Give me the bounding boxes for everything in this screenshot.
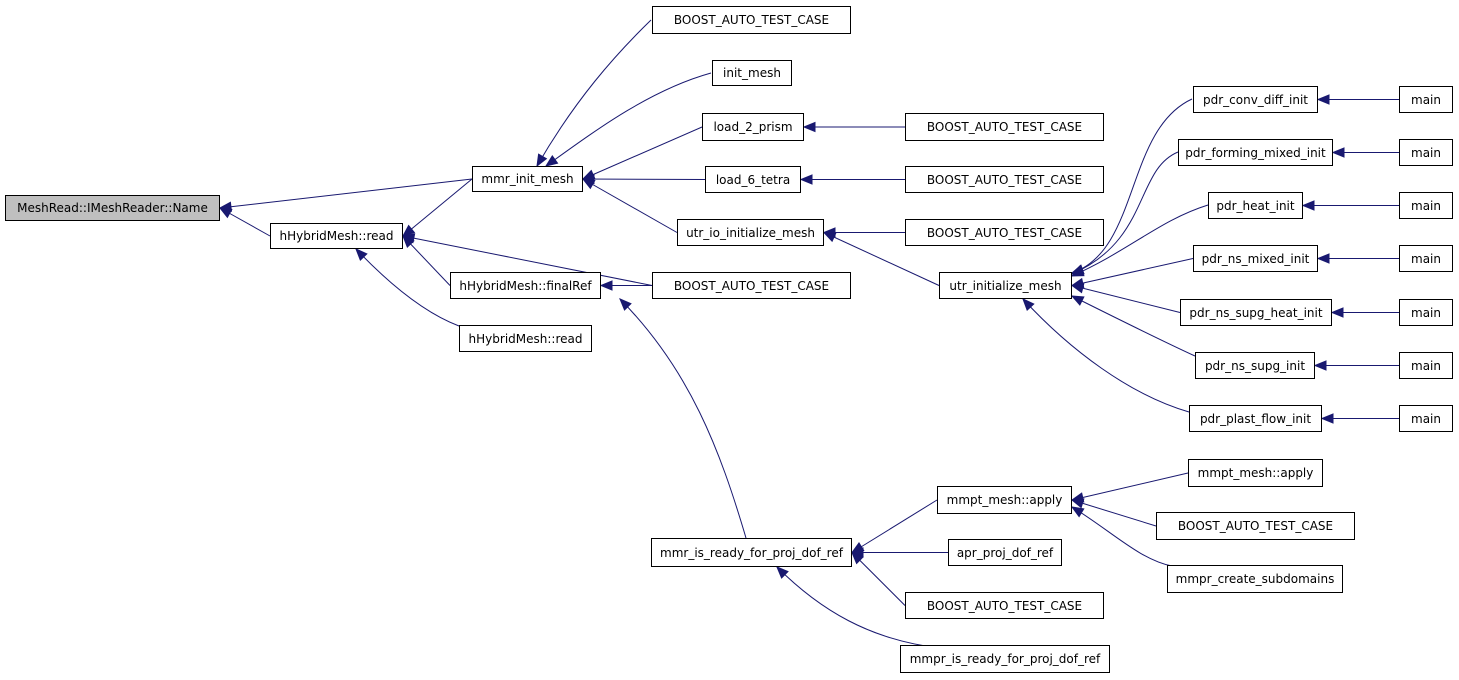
node-main[interactable]: main — [1399, 245, 1453, 272]
edge-n14-to-n11 — [1071, 204, 1209, 277]
node-main[interactable]: main — [1399, 192, 1453, 219]
node-mmr-init-mesh[interactable]: mmr_init_mesh — [472, 166, 583, 192]
arrowhead-n20-to-n13 — [1331, 147, 1345, 158]
edge-n29-to-n27 — [619, 298, 747, 539]
arrowhead-n25-to-n18 — [1320, 413, 1334, 424]
arrowhead-n33-to-n29 — [776, 566, 789, 579]
arrowhead-n2-to-n0 — [218, 207, 233, 219]
node-main[interactable]: main — [1399, 86, 1453, 113]
node-pdr-ns-mixed-init[interactable]: pdr_ns_mixed_init — [1193, 245, 1318, 272]
edge-n18-to-n11 — [1022, 298, 1190, 413]
arrowhead-n28-to-n2 — [355, 248, 368, 261]
edge-n30-to-n29 — [851, 499, 938, 553]
edge-n4-to-n1 — [545, 72, 712, 167]
edge-n16-to-n11 — [1071, 285, 1181, 313]
node-apr-proj-dof-ref[interactable]: apr_proj_dof_ref — [948, 539, 1062, 566]
node-init-mesh[interactable]: init_mesh — [712, 60, 792, 86]
edge-n26-to-n2 — [402, 235, 653, 286]
node-hhybridmesh-finalref[interactable]: hHybridMesh::finalRef — [450, 272, 601, 299]
edge-n12-to-n11 — [1071, 98, 1193, 274]
edge-n17-to-n11 — [1071, 295, 1196, 357]
node-boost-auto-test-case[interactable]: BOOST_AUTO_TEST_CASE — [652, 272, 851, 299]
node-pdr-forming-mixed-init[interactable]: pdr_forming_mixed_init — [1178, 139, 1333, 166]
node-boost-auto-test-case[interactable]: BOOST_AUTO_TEST_CASE — [905, 219, 1104, 246]
edge-n36-to-n30 — [1071, 506, 1173, 567]
arrowhead-n21-to-n14 — [1301, 200, 1315, 211]
node-utr-io-initialize-mesh[interactable]: utr_io_initialize_mesh — [677, 219, 824, 246]
arrowhead-n18-to-n11 — [1022, 298, 1035, 312]
node-pdr-heat-init[interactable]: pdr_heat_init — [1208, 192, 1303, 219]
node-mmr-is-ready-for-proj-dof-ref[interactable]: mmr_is_ready_for_proj_dof_ref — [651, 538, 852, 567]
node-boost-auto-test-case[interactable]: BOOST_AUTO_TEST_CASE — [905, 166, 1104, 193]
node-main[interactable]: main — [1399, 299, 1453, 326]
edge-n1-to-n0 — [219, 178, 473, 209]
node-boost-auto-test-case[interactable]: BOOST_AUTO_TEST_CASE — [905, 113, 1104, 141]
node-pdr-ns-supg-init[interactable]: pdr_ns_supg_init — [1195, 352, 1315, 379]
arrowhead-n9-to-n6 — [799, 174, 813, 185]
edge-n33-to-n29 — [776, 566, 941, 649]
node-load-6-tetra[interactable]: load_6_tetra — [705, 166, 801, 193]
edge-n35-to-n30 — [1071, 499, 1157, 527]
node-pdr-conv-diff-init[interactable]: pdr_conv_diff_init — [1193, 86, 1318, 113]
node-mmpr-is-ready-for-proj-dof-ref[interactable]: mmpr_is_ready_for_proj_dof_ref — [900, 645, 1110, 673]
edge-n5-to-n1 — [582, 126, 703, 180]
node-main[interactable]: main — [1399, 352, 1453, 379]
arrowhead-n11-to-n7 — [822, 231, 837, 243]
arrowhead-n32-to-n29 — [851, 551, 864, 565]
node-pdr-ns-supg-heat-init[interactable]: pdr_ns_supg_heat_init — [1180, 299, 1332, 326]
arrowhead-n14-to-n11 — [1070, 266, 1085, 277]
edge-n32-to-n29 — [851, 552, 906, 606]
edge-n28-to-n2 — [355, 248, 460, 327]
arrowhead-n19-to-n12 — [1316, 94, 1330, 105]
edge-n3-to-n1 — [536, 19, 652, 167]
arrowhead-n26-to-n27 — [599, 280, 613, 291]
node-meshread-imeshreader-name: MeshRead::IMeshReader::Name — [5, 195, 220, 221]
edge-n34-to-n30 — [1071, 472, 1189, 501]
arrowhead-n22-to-n15 — [1316, 253, 1330, 264]
edge-n6-to-n1 — [582, 178, 706, 180]
edge-n1-to-n2 — [402, 178, 473, 237]
arrowhead-n29-to-n27 — [619, 298, 632, 311]
arrowhead-n36-to-n30 — [1070, 506, 1085, 518]
arrowhead-n1-to-n2 — [401, 224, 416, 237]
arrowhead-n27-to-n2 — [402, 235, 415, 248]
arrowhead-n7-to-n1 — [581, 178, 596, 190]
arrowhead-n23-to-n16 — [1330, 307, 1344, 318]
arrowhead-n35-to-n30 — [1070, 498, 1085, 509]
node-mmpt-mesh-apply[interactable]: mmpt_mesh::apply — [1188, 459, 1323, 487]
node-main[interactable]: main — [1399, 405, 1453, 432]
node-pdr-plast-flow-init[interactable]: pdr_plast_flow_init — [1189, 405, 1322, 432]
arrowhead-n17-to-n11 — [1070, 295, 1085, 306]
arrowhead-n8-to-n5 — [802, 121, 816, 133]
node-main[interactable]: main — [1399, 139, 1453, 166]
node-mmpt-mesh-apply[interactable]: mmpt_mesh::apply — [937, 486, 1072, 514]
edge-n7-to-n1 — [582, 178, 678, 233]
node-hhybridmesh-read[interactable]: hHybridMesh::read — [270, 223, 403, 249]
node-load-2-prism[interactable]: load_2_prism — [702, 113, 804, 141]
edge-n15-to-n11 — [1071, 258, 1194, 286]
node-hhybridmesh-read[interactable]: hHybridMesh::read — [459, 325, 592, 352]
node-boost-auto-test-case[interactable]: BOOST_AUTO_TEST_CASE — [1156, 512, 1355, 540]
node-mmpr-create-subdomains[interactable]: mmpr_create_subdomains — [1167, 565, 1343, 593]
edge-n11-to-n7 — [823, 232, 940, 286]
arrowhead-n24-to-n17 — [1313, 360, 1327, 371]
node-utr-initialize-mesh[interactable]: utr_initialize_mesh — [939, 272, 1072, 299]
node-boost-auto-test-case[interactable]: BOOST_AUTO_TEST_CASE — [905, 592, 1104, 619]
node-boost-auto-test-case[interactable]: BOOST_AUTO_TEST_CASE — [652, 6, 851, 34]
arrowhead-n16-to-n11 — [1070, 283, 1085, 294]
arrowhead-n4-to-n1 — [544, 155, 559, 167]
edge-n13-to-n11 — [1071, 151, 1179, 275]
arrowhead-n3-to-n1 — [536, 153, 548, 168]
